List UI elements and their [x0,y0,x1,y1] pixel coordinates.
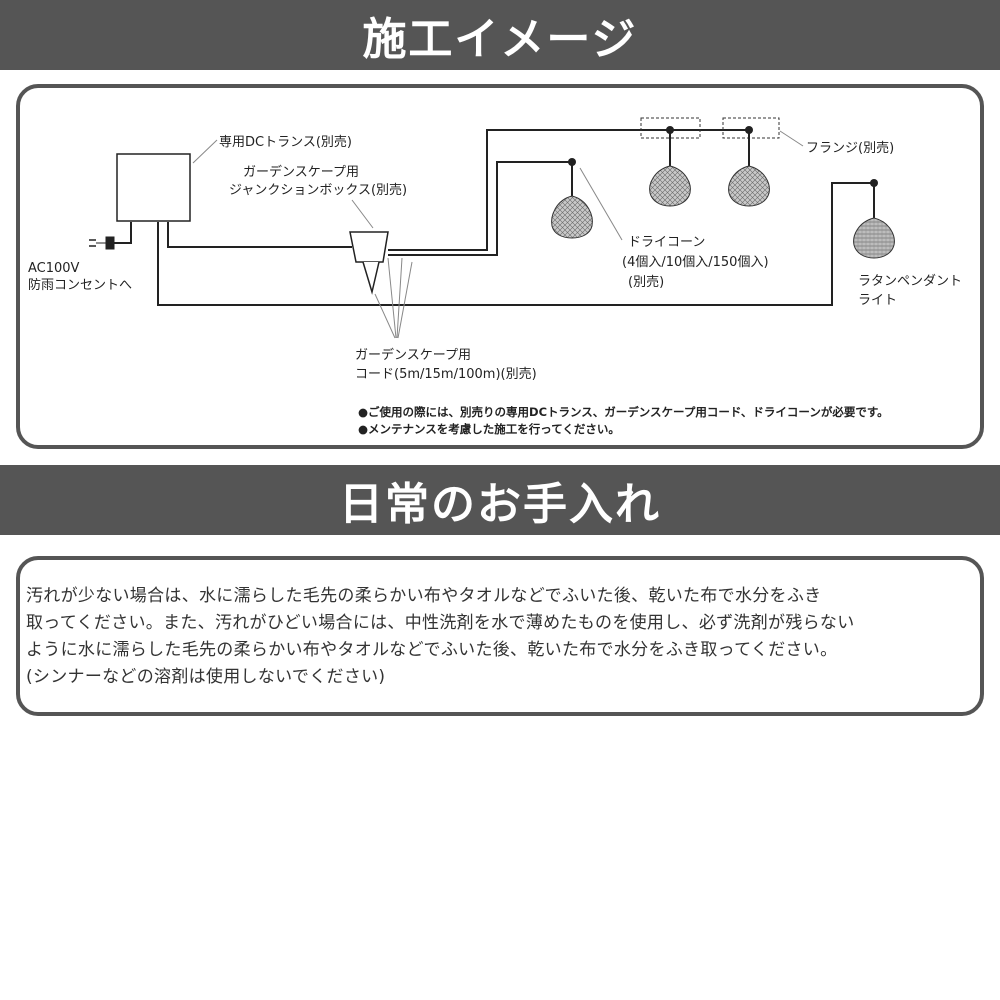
installation-panel [16,84,984,449]
junction-box [349,231,389,295]
section-title-installation: 施工イメージ [362,14,638,65]
note-line: ●メンテナンスを考慮した施工を行ってください。 [358,422,620,436]
cord-lines [157,129,874,306]
dc-transformer [116,153,191,222]
section-title-care: 日常のお手入れ [339,479,661,530]
ac-cord [114,222,132,244]
care-instructions: 汚れが少ない場合は、水に濡らした毛先の柔らかい布やタオルなどでふいた後、乾いた布… [26,583,981,691]
label-cone-line1: ドライコーン [628,235,705,250]
label-cone-line3: (別売) [628,274,664,290]
plug-icon [89,236,115,250]
installation-diagram: 専用DCトランス(別売) ガーデンスケープ用 ジャンクションボックス(別売) A… [28,117,962,382]
dry-cone-lamp-1 [551,158,593,239]
flange-1 [640,117,701,139]
flange-2 [722,117,780,139]
dry-cone-lamp-3 [728,126,770,207]
care-line: 汚れが少ない場合は、水に濡らした毛先の柔らかい布やタオルなどでふいた後、乾いた布… [26,586,822,606]
section-header-installation: 施工イメージ [0,0,1000,70]
care-line: ように水に濡らした毛先の柔らかい布やタオルなどでふいた後、乾いた布で水分をふき取… [26,640,838,660]
installation-notes: ●ご使用の際には、別売りの専用DCトランス、ガーデンスケープ用コード、ドライコー… [358,404,978,438]
label-junction-line2: ジャンクションボックス(別売) [229,182,407,198]
label-flange: フランジ(別売) [806,140,894,156]
label-cord-line2: コード(5m/15m/100m)(別売) [355,366,537,382]
label-ac-line1: AC100V [28,261,80,276]
dry-cone-lamp-2 [649,126,691,207]
rattan-pendant-lamp [853,179,895,259]
label-rattan-line2: ライト [858,293,897,308]
section-header-care: 日常のお手入れ [0,465,1000,535]
care-line: (シンナーなどの溶剤は使用しないでください) [26,667,386,687]
care-panel [16,556,984,716]
label-cone-line2: (4個入/10個入/150個入) [622,255,769,270]
label-rattan-line1: ラタンペンダント [858,274,962,289]
note-line: ●ご使用の際には、別売りの専用DCトランス、ガーデンスケープ用コード、ドライコー… [358,405,889,419]
care-line: 取ってください。また、汚れがひどい場合には、中性洗剤を水で薄めたものを使用し、必… [26,613,855,633]
label-dc-transformer: 専用DCトランス(別売) [219,134,352,150]
pointer-lines [192,130,804,339]
label-cord-line1: ガーデンスケープ用 [355,347,471,363]
label-ac-line2: 防雨コンセントへ [28,277,132,293]
label-junction-line1: ガーデンスケープ用 [243,164,359,180]
